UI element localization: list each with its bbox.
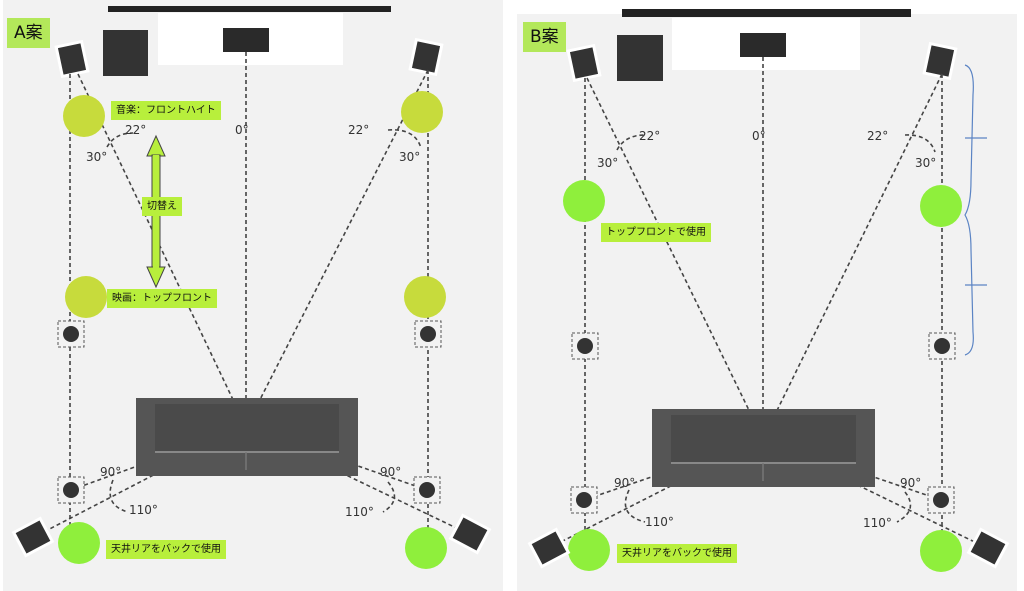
rear-back-label: 天井リアをバックで使用 [106,540,226,559]
front-right-speaker [922,41,958,81]
surround-left-speaker [576,492,592,508]
angle-right-110: 110° [345,505,374,519]
surround-speakers [57,320,442,504]
distance-bracket [964,64,987,356]
arc-right-30 [904,134,936,153]
angle-left-90: 90° [614,476,636,490]
plan-b-labels: B案 トップフロントで使用 天井リアをバックで使用 0° 22° 30° 22°… [517,0,1017,591]
subwoofer [617,35,663,81]
line-front-left [586,77,764,440]
rear-height-right-circle [920,530,962,572]
back-right-speaker [966,527,1010,569]
surround-speakers [570,332,956,514]
line-rear-left [548,438,764,549]
screen-bar [108,6,391,12]
angle-left-22: 22° [639,129,661,143]
arc-left-110 [109,479,129,513]
top-front-left-circle [563,180,605,222]
front-left-speaker [566,43,602,83]
back-left-speaker [527,527,571,569]
plan-a-diagram [3,0,503,591]
back-left-speaker [11,516,55,558]
center-speaker [740,33,786,57]
movie-top-front-label: 映画：トップフロント [107,289,217,308]
back-right-speaker [448,513,492,555]
plan-a-panel: A案 音楽：フロントハイト 切替え 映画：トップフロント 天井リアをバックで使用… [3,0,503,591]
front-right-speaker [408,37,444,77]
line-front-left [77,73,247,428]
angle-left-90: 90° [100,465,122,479]
line-front-right [762,73,943,440]
plan-title: A案 [7,18,50,48]
front-left-speaker [54,39,90,79]
front-height-left-circle [63,95,105,137]
top-front-right-circle [404,276,446,318]
plan-title: B案 [523,22,566,52]
arc-left-110 [624,489,646,523]
arc-right-110 [382,481,396,513]
angle-left-110: 110° [129,503,158,517]
front-height-right-circle [401,91,443,133]
surround-left-speaker [63,482,79,498]
side-right-speaker [934,338,950,354]
side-left-speaker [63,326,79,342]
surround-right-speaker [419,482,435,498]
arc-right-30 [387,129,422,149]
plan-b-diagram [517,9,1017,591]
side-left-speaker [577,338,593,354]
angle-right-90: 90° [900,476,922,490]
sofa [652,409,875,487]
rear-height-left-circle [58,522,100,564]
arc-right-110 [896,491,912,523]
switch-label: 切替え [142,197,182,216]
angle-left-30: 30° [86,150,108,164]
plan-b-panel: B案 トップフロントで使用 天井リアをバックで使用 0° 22° 30° 22°… [517,0,1017,591]
sofa [136,398,358,476]
angle-right-30: 30° [399,150,421,164]
angle-left-30: 30° [597,156,619,170]
center-speaker [223,28,269,52]
angle-0: 0° [752,129,766,143]
arc-left-30 [616,134,646,151]
angle-right-22: 22° [348,123,370,137]
rear-height-left-circle [568,529,610,571]
angle-right-30: 30° [915,156,937,170]
top-front-label: トップフロントで使用 [601,223,711,242]
surround-right-speaker [933,492,949,508]
angle-left-110: 110° [645,515,674,529]
arc-left-30 [106,132,134,148]
subwoofer [103,30,148,76]
rear-back-label: 天井リアをバックで使用 [617,544,737,563]
top-front-right-circle [920,185,962,227]
angle-right-22: 22° [867,129,889,143]
screen-bar [622,9,911,17]
top-front-left-circle [65,276,107,318]
angle-left-22: 22° [125,123,147,137]
angle-0: 0° [235,123,249,137]
angle-right-90: 90° [380,465,402,479]
angle-right-110: 110° [863,516,892,530]
music-front-height-label: 音楽：フロントハイト [111,101,221,120]
rear-height-right-circle [405,527,447,569]
side-right-speaker [420,326,436,342]
plan-a-labels: A案 音楽：フロントハイト 切替え 映画：トップフロント 天井リアをバックで使用… [3,0,503,591]
